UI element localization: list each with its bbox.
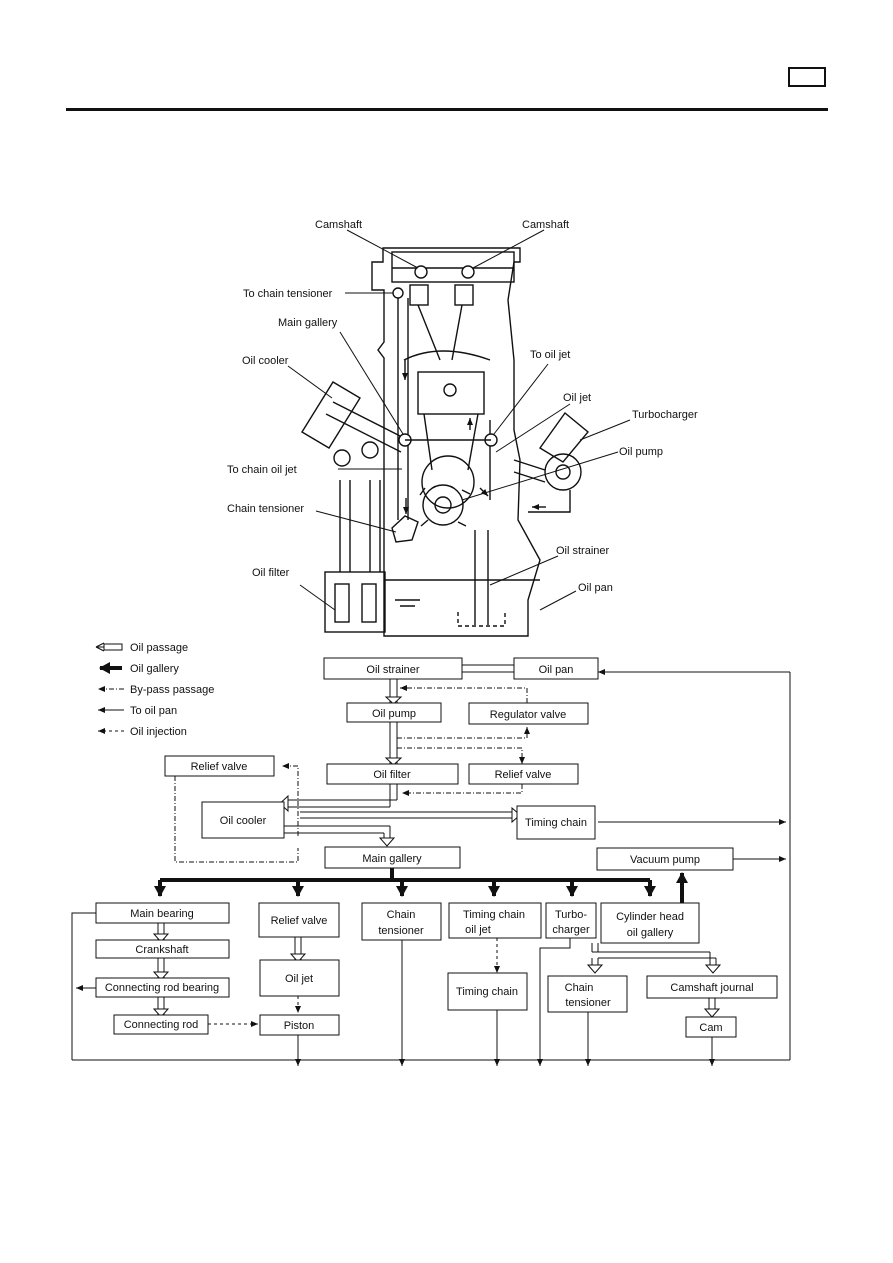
label-oil-strainer: Oil strainer: [556, 545, 610, 557]
box-chain-tensioner-2: Chain tensioner: [547, 975, 628, 1013]
box-camshaft-journal: Camshaft journal: [646, 975, 778, 999]
label-camshaft-right: Camshaft: [522, 219, 569, 231]
page-tab-box: [788, 67, 826, 87]
svg-text:Oil cooler: Oil cooler: [220, 815, 267, 827]
svg-text:tensioner: tensioner: [378, 925, 424, 937]
box-timing-chain-lower: Timing chain: [447, 972, 528, 1011]
svg-text:Main bearing: Main bearing: [130, 908, 194, 920]
box-relief-valve-top: Relief valve: [164, 755, 275, 777]
label-oil-filter: Oil filter: [252, 567, 290, 579]
box-cam: Cam: [685, 1016, 737, 1038]
legend-item-bypass: By-pass passage: [98, 684, 214, 696]
svg-text:charger: charger: [552, 924, 590, 936]
legend-item-oil-gallery: Oil gallery: [99, 662, 179, 675]
svg-text:Oil pump: Oil pump: [372, 708, 416, 720]
label-oil-pump: Oil pump: [619, 446, 663, 458]
legend-item-oil-injection: Oil injection: [98, 726, 187, 738]
svg-text:Chain: Chain: [387, 909, 416, 921]
svg-text:Chain: Chain: [565, 982, 594, 994]
svg-text:Oil passage: Oil passage: [130, 642, 188, 654]
box-crankshaft: Crankshaft: [95, 939, 230, 959]
svg-text:Oil pan: Oil pan: [539, 664, 574, 676]
label-to-chain-oil-jet: To chain oil jet: [227, 464, 297, 476]
svg-text:Timing chain: Timing chain: [456, 986, 518, 998]
legend: Oil passage Oil gallery By-pass passage …: [95, 642, 214, 738]
box-oil-strainer: Oil strainer: [323, 657, 463, 680]
label-oil-jet: Oil jet: [563, 392, 591, 404]
svg-text:Vacuum pump: Vacuum pump: [630, 854, 700, 866]
engine-leaders: [287, 229, 631, 611]
svg-text:Relief valve: Relief valve: [191, 761, 248, 773]
svg-text:Oil strainer: Oil strainer: [366, 664, 420, 676]
box-oil-pan: Oil pan: [513, 657, 599, 680]
label-to-oil-jet: To oil jet: [530, 349, 570, 361]
label-chain-tensioner: Chain tensioner: [227, 503, 304, 515]
svg-text:Main gallery: Main gallery: [362, 853, 422, 865]
svg-text:Turbo-: Turbo-: [555, 909, 587, 921]
legend-item-to-oil-pan: To oil pan: [98, 705, 177, 717]
box-timing-chain-oil-jet: Timing chain oil jet: [448, 902, 542, 939]
box-connecting-rod: Connecting rod: [113, 1014, 209, 1035]
label-to-chain-tensioner: To chain tensioner: [243, 288, 333, 300]
box-oil-cooler: Oil cooler: [201, 801, 285, 839]
label-main-gallery: Main gallery: [278, 317, 338, 329]
svg-text:Oil injection: Oil injection: [130, 726, 187, 738]
svg-text:oil gallery: oil gallery: [627, 927, 674, 939]
box-vacuum-pump: Vacuum pump: [596, 847, 734, 871]
svg-text:Crankshaft: Crankshaft: [135, 944, 188, 956]
box-chain-tensioner: Chain tensioner: [361, 902, 442, 941]
svg-text:Timing chain: Timing chain: [463, 909, 525, 921]
flow-chart: Oil pan Oil strainer Oil pump Regulator …: [71, 657, 791, 1066]
svg-text:Camshaft journal: Camshaft journal: [670, 982, 753, 994]
label-oil-cooler: Oil cooler: [242, 355, 289, 367]
svg-text:Connecting rod: Connecting rod: [124, 1019, 199, 1031]
svg-text:tensioner: tensioner: [565, 997, 611, 1009]
engine-cross-section: [301, 247, 589, 637]
box-cylinder-head: Cylinder head oil gallery: [600, 902, 700, 944]
svg-text:Cylinder head: Cylinder head: [616, 911, 684, 923]
box-oil-pump: Oil pump: [346, 702, 442, 723]
svg-text:Cam: Cam: [699, 1022, 722, 1034]
svg-text:Timing chain: Timing chain: [525, 817, 587, 829]
box-turbocharger: Turbo-charger: [545, 902, 597, 939]
svg-text:Oil filter: Oil filter: [373, 769, 411, 781]
box-main-bearing: Main bearing: [95, 902, 230, 924]
label-camshaft-left: Camshaft: [315, 219, 362, 231]
box-timing-chain: Timing chain: [516, 805, 596, 840]
header-rule: [66, 108, 828, 111]
box-oil-jet: Oil jet: [259, 959, 340, 997]
box-regulator-valve: Regulator valve: [468, 702, 589, 725]
legend-item-oil-passage: Oil passage: [95, 642, 188, 654]
svg-text:To oil pan: To oil pan: [130, 705, 177, 717]
svg-text:Regulator valve: Regulator valve: [490, 709, 566, 721]
svg-text:Oil gallery: Oil gallery: [130, 663, 179, 675]
box-main-gallery: Main gallery: [324, 846, 461, 869]
svg-text:Relief valve: Relief valve: [271, 915, 328, 927]
svg-text:Piston: Piston: [284, 1020, 315, 1032]
box-connecting-rod-bearing: Connecting rod bearing: [95, 977, 230, 998]
engine-labels: Camshaft Camshaft To chain tensioner Mai…: [227, 219, 698, 594]
svg-text:Connecting rod bearing: Connecting rod bearing: [105, 982, 219, 994]
svg-text:Oil jet: Oil jet: [285, 973, 313, 985]
box-relief-valve-right: Relief valve: [468, 763, 579, 785]
svg-text:oil jet: oil jet: [465, 924, 491, 936]
svg-text:Relief valve: Relief valve: [495, 769, 552, 781]
label-oil-pan: Oil pan: [578, 582, 613, 594]
box-piston: Piston: [259, 1014, 340, 1036]
svg-text:By-pass passage: By-pass passage: [130, 684, 214, 696]
box-oil-filter: Oil filter: [326, 763, 459, 785]
box-relief-valve-mid: Relief valve: [258, 902, 340, 938]
label-turbocharger: Turbocharger: [632, 409, 698, 421]
